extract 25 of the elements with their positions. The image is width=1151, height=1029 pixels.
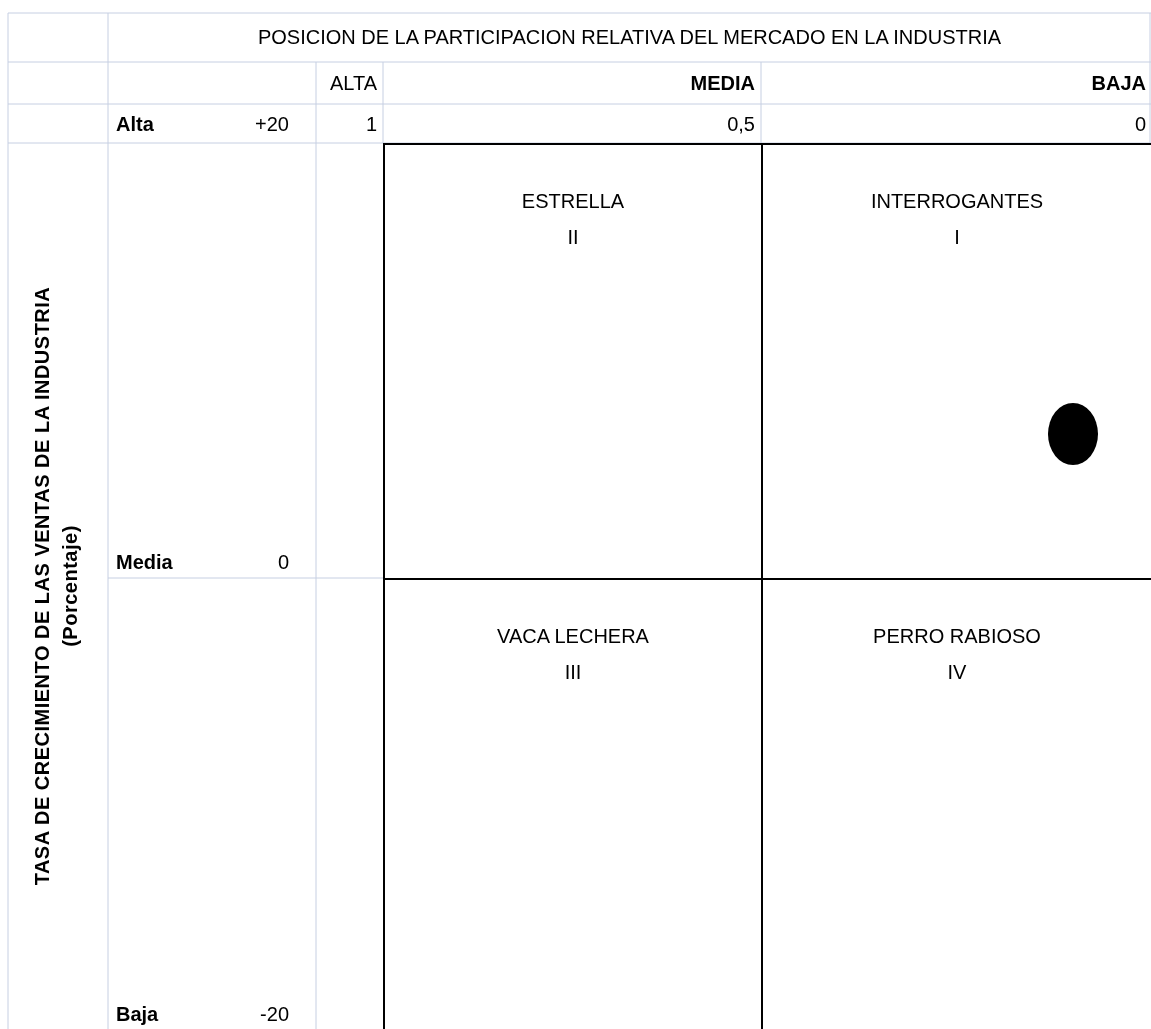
axis-value: +20 xyxy=(255,112,289,136)
matrix-quadrant xyxy=(383,143,763,580)
row-header: Baja xyxy=(116,1002,159,1026)
quadrant-title: INTERROGANTES xyxy=(870,190,1044,212)
quadrant-title: PERRO RABIOSO xyxy=(873,625,1041,647)
quadrant-number: III xyxy=(564,661,582,683)
column-header: BAJA xyxy=(1091,71,1146,95)
data-point-dot xyxy=(1048,403,1098,465)
quadrant-title: VACA LECHERA xyxy=(497,625,649,647)
axis-value: 0 xyxy=(1134,112,1146,136)
quadrant-title: ESTRELLA xyxy=(521,190,625,212)
axis-title: TASA DE CRECIMIENTO DE LAS VENTAS DE LA INDUSTRIA xyxy=(30,286,54,886)
axis-value: 0 xyxy=(277,550,289,574)
quadrant-number: I xyxy=(954,226,960,248)
quadrant-number: II xyxy=(567,226,579,248)
column-header: MEDIA xyxy=(690,71,755,95)
column-header: ALTA xyxy=(329,71,377,95)
header-title: POSICION DE LA PARTICIPACION RELATIVA DEL MERCADO EN LA INDUSTRIA xyxy=(256,25,1003,49)
axis-value: 1 xyxy=(365,112,377,136)
row-header: Alta xyxy=(116,112,154,136)
row-header: Media xyxy=(116,550,173,574)
quadrant-number: IV xyxy=(947,661,967,683)
axis-value: -20 xyxy=(260,1002,289,1026)
axis-value: 0,5 xyxy=(727,112,755,136)
axis-subtitle: (Porcentaje) xyxy=(58,525,82,647)
